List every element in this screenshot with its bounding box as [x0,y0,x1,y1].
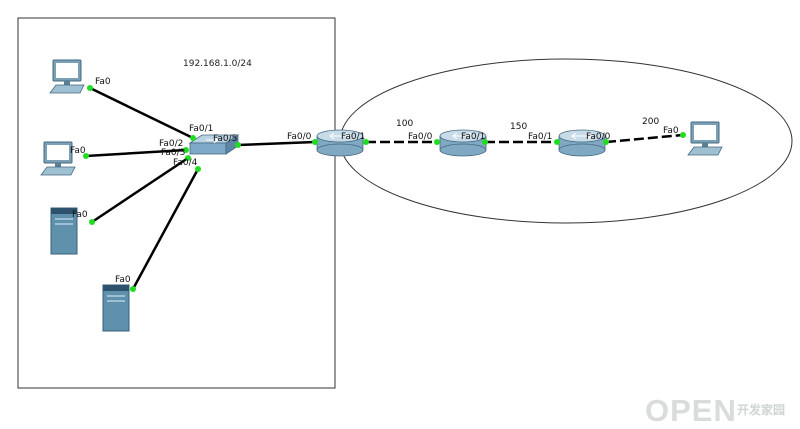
watermark-logo-text: OPEN [645,393,737,428]
port-label-router1-fa0-1: Fa0/1 [341,132,365,142]
server-icon[interactable] [50,207,78,255]
port-dots [83,85,686,292]
pc-icon[interactable] [40,141,76,176]
link-server2-switch [131,168,200,290]
port-label-router1-fa0-0: Fa0/0 [287,132,312,142]
port-dot [434,139,440,145]
watermark-subtext: 开发家园 [737,402,785,417]
pc-icon[interactable] [49,59,85,94]
port-dot [89,219,95,225]
port-label-pc1-fa0: Fa0 [95,77,111,87]
port-dot [363,139,369,145]
subnet-label: 192.168.1.0/24 [183,59,252,69]
port-label-switch-fa0-3: Fa0/3 [161,148,185,158]
link-switch-router1 [237,140,316,147]
links [85,86,684,290]
link-label-200: 200 [642,117,659,127]
port-label-switch-fa0-5: Fa0/5 [213,134,237,144]
port-dot [185,155,191,161]
port-label-router2-fa0-0: Fa0/0 [408,132,433,142]
lan-boundary [17,17,336,389]
port-label-pc3-fa0: Fa0 [663,126,679,136]
link-label-100: 100 [396,119,413,129]
link-pc2-switch [85,148,187,158]
port-dot [87,85,93,91]
port-dot [554,139,560,145]
router-icon[interactable] [439,129,487,157]
port-label-switch-fa0-2: Fa0/2 [159,139,183,149]
port-label-router3-fa0-0: Fa0/0 [586,132,611,142]
pc-icon[interactable] [687,121,723,156]
port-label-server1-fa0: Fa0 [72,210,88,220]
port-dot [235,142,241,148]
port-dot [680,132,686,138]
port-dot [603,139,609,145]
port-label-router3-fa0-1: Fa0/1 [528,132,552,142]
port-label-switch-fa0-1: Fa0/1 [189,124,213,134]
server-icon[interactable] [102,284,130,332]
port-dot [195,166,201,172]
router-icon[interactable] [316,129,364,157]
port-dot [190,135,196,141]
port-dot [83,153,89,159]
port-dot [312,139,318,145]
port-dot [482,139,488,145]
port-label-server2-fa0: Fa0 [115,275,131,285]
link-server1-switch [91,156,189,224]
port-label-pc2-fa0: Fa0 [70,146,86,156]
link-router3-pc3 [605,133,684,144]
port-label-router2-fa0-1: Fa0/1 [461,132,485,142]
port-dot [183,147,189,153]
link-pc1-switch [89,86,194,140]
router-icon[interactable] [558,129,606,157]
link-label-150: 150 [510,122,527,132]
port-label-switch-fa0-4: Fa0/4 [173,158,198,168]
port-dot [130,286,136,292]
